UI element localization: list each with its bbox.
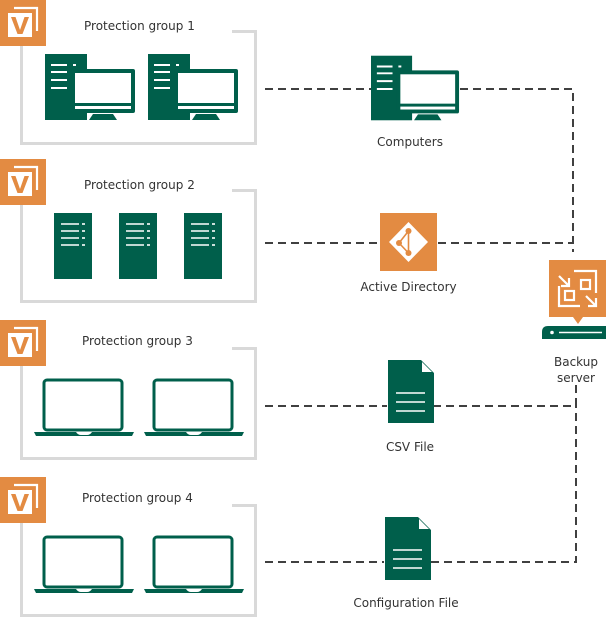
laptop-icon — [144, 535, 244, 595]
backup-server-label-line1: Backup — [554, 355, 598, 369]
computers-source-icon — [371, 55, 461, 121]
connector-group4 — [265, 406, 577, 563]
server-icon — [54, 213, 92, 279]
server-icon — [184, 213, 222, 279]
backup-server-label: Backup server — [540, 354, 606, 386]
group-title: Protection group 1 — [84, 19, 195, 33]
veeam-v-icon — [0, 477, 46, 523]
group-title: Protection group 3 — [82, 334, 193, 348]
group-title: Protection group 2 — [84, 178, 195, 192]
csv-file-icon — [388, 360, 434, 423]
server-icon — [119, 213, 157, 279]
laptop-icon — [144, 378, 244, 438]
group-box — [20, 347, 257, 460]
configuration-file-label: Configuration File — [353, 596, 459, 610]
group-box — [20, 504, 257, 617]
veeam-v-icon — [0, 0, 46, 46]
group-box — [20, 30, 257, 145]
desktop-computer-icon — [148, 54, 240, 120]
backup-server-label-line2: server — [557, 371, 595, 385]
desktop-computer-icon — [45, 54, 137, 120]
csv-file-label: CSV File — [385, 440, 435, 454]
configuration-file-icon — [385, 517, 431, 580]
veeam-v-icon — [0, 320, 46, 366]
active-directory-icon — [380, 213, 437, 271]
active-directory-label: Active Directory — [360, 280, 457, 294]
veeam-v-icon — [0, 159, 46, 205]
group-title: Protection group 4 — [82, 491, 193, 505]
connector-group1 — [265, 88, 574, 252]
laptop-icon — [34, 535, 134, 595]
group-box — [20, 189, 257, 303]
computers-label: Computers — [377, 135, 443, 149]
laptop-icon — [34, 378, 134, 438]
backup-server-icon — [542, 260, 606, 346]
